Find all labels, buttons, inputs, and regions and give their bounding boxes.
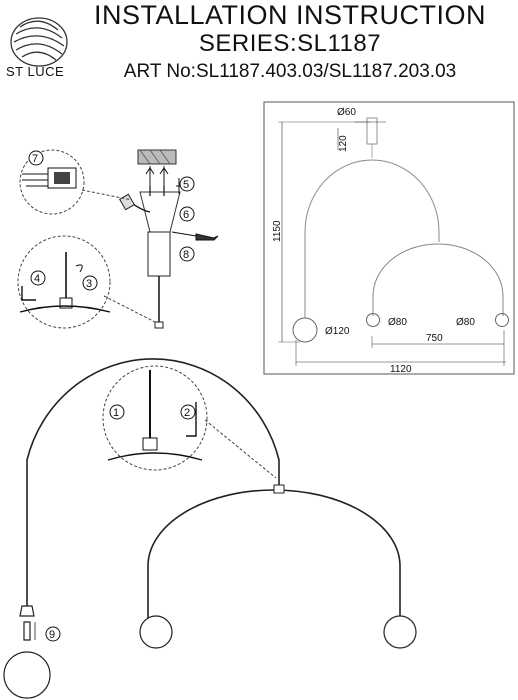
step-8: 8 <box>183 249 189 261</box>
fixture-globes <box>3 605 417 699</box>
step-5: 5 <box>183 179 189 191</box>
step-markers: 5 6 8 <box>179 176 195 262</box>
svg-text:1: 1 <box>113 407 119 419</box>
detail-bubble-3-4: 4 3 <box>17 235 156 329</box>
detail-bubble-7: 7 <box>19 149 133 215</box>
brand-name: ST LUCE <box>6 64 65 79</box>
brand-logo <box>10 17 68 67</box>
dim-large-globe: Ø120 <box>325 326 350 337</box>
dim-canopy-diameter: Ø60 <box>337 107 356 118</box>
series-label: SERIES:SL1187 <box>198 30 382 57</box>
dim-total-width: 1120 <box>390 364 412 375</box>
fixture-arches <box>26 358 401 618</box>
dim-small-globe-left: Ø80 <box>388 317 407 328</box>
dim-small-globe-right: Ø80 <box>456 317 475 328</box>
step-9: 9 <box>49 629 55 641</box>
svg-text:4: 4 <box>34 273 40 285</box>
detail-bubble-1-2: 1 2 <box>102 365 277 479</box>
page-title: INSTALLATION INSTRUCTION <box>93 0 487 30</box>
article-number: ART No:SL1187.403.03/SL1187.203.03 <box>123 61 457 82</box>
dim-total-height: 1150 <box>272 220 283 242</box>
dimension-drawing: Ø60 120 1150 Ø120 Ø80 Ø80 750 1120 <box>263 101 515 375</box>
step-6: 6 <box>183 209 189 221</box>
svg-text:7: 7 <box>32 153 38 165</box>
dim-canopy-height: 120 <box>338 135 349 152</box>
ceiling-assembly <box>118 149 219 329</box>
dim-inner-width: 750 <box>426 333 443 344</box>
svg-text:3: 3 <box>86 278 92 290</box>
svg-text:2: 2 <box>184 407 190 419</box>
